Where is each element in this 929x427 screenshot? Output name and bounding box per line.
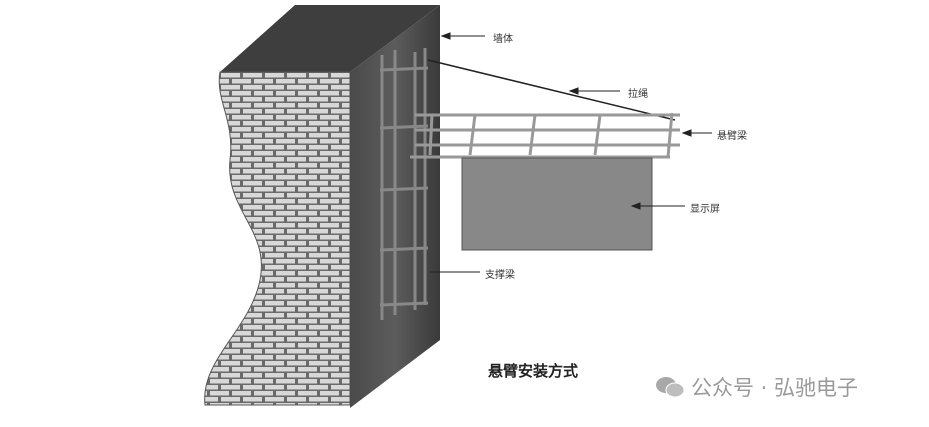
label-support-beam: 支撑梁 bbox=[485, 270, 515, 281]
watermark-text: 公众号 · 弘驰电子 bbox=[691, 376, 859, 400]
cable bbox=[427, 59, 676, 121]
label-cantilever-beam: 悬臂梁 bbox=[717, 131, 747, 142]
display-screen bbox=[461, 157, 653, 251]
cantilever-beam bbox=[410, 112, 680, 159]
label-cable: 拉绳 bbox=[628, 89, 648, 100]
label-display: 显示屏 bbox=[690, 204, 720, 215]
watermark: 公众号 · 弘驰电子 bbox=[655, 372, 858, 402]
support-beam-frame bbox=[379, 48, 429, 320]
diagram-title: 悬臂安装方式 bbox=[488, 362, 579, 380]
label-wall: 墙体 bbox=[493, 34, 513, 45]
wechat-icon bbox=[656, 377, 685, 398]
wall-brick-face bbox=[204, 71, 351, 406]
label-arrows bbox=[430, 32, 712, 273]
wall-top bbox=[220, 5, 440, 72]
